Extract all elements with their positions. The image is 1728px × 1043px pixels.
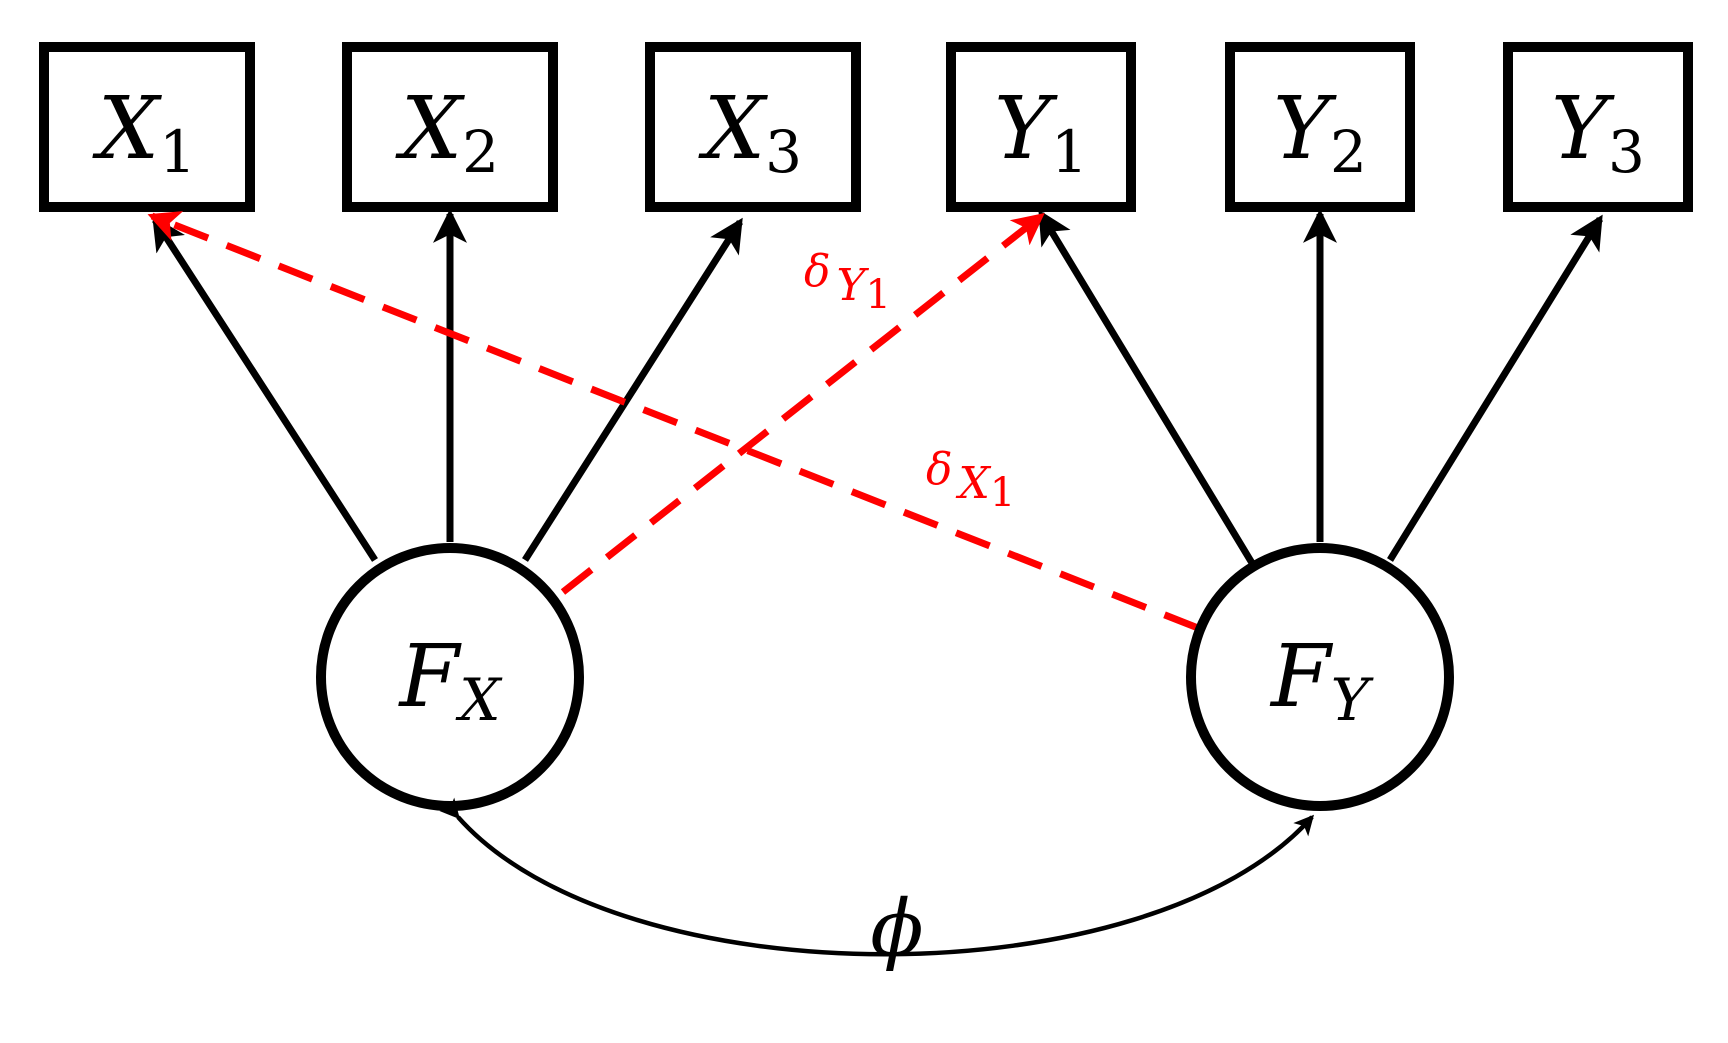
loading-fy-y3 [1387, 214, 1603, 562]
observed-y1-label: Y1 [994, 79, 1088, 186]
loading-arrows [152, 208, 1603, 565]
cross-loading-fy-x1 [147, 211, 1200, 632]
loading-fx-x1 [152, 215, 378, 562]
covariance-label: ϕ [870, 884, 923, 974]
observed-y1-node: Y1 [946, 42, 1136, 212]
observed-x2-label: X2 [395, 79, 499, 186]
cross-loading-fx-y1 [560, 213, 1045, 595]
observed-y3-node: Y3 [1503, 42, 1693, 212]
observed-x2-node: X2 [342, 42, 558, 212]
observed-x3-label: X3 [698, 79, 802, 186]
observed-y2-label: Y2 [1273, 79, 1367, 186]
latent-fy-node: FY [1186, 543, 1454, 811]
observed-x3-node: X3 [645, 42, 861, 212]
observed-y3-label: Y3 [1551, 79, 1645, 186]
latent-fx-node: FX [316, 543, 584, 811]
loading-fy-y1 [1038, 209, 1255, 565]
observed-y2-node: Y2 [1225, 42, 1415, 212]
cross-loading-arrows [147, 211, 1200, 632]
latent-fy-label: FY [1269, 627, 1374, 734]
observed-x1-label: X1 [92, 79, 196, 186]
latent-fx-label: FX [398, 627, 504, 734]
observed-x1-node: X1 [39, 42, 255, 212]
loading-fx-x3 [522, 217, 743, 562]
covariance-arc [439, 797, 1314, 957]
